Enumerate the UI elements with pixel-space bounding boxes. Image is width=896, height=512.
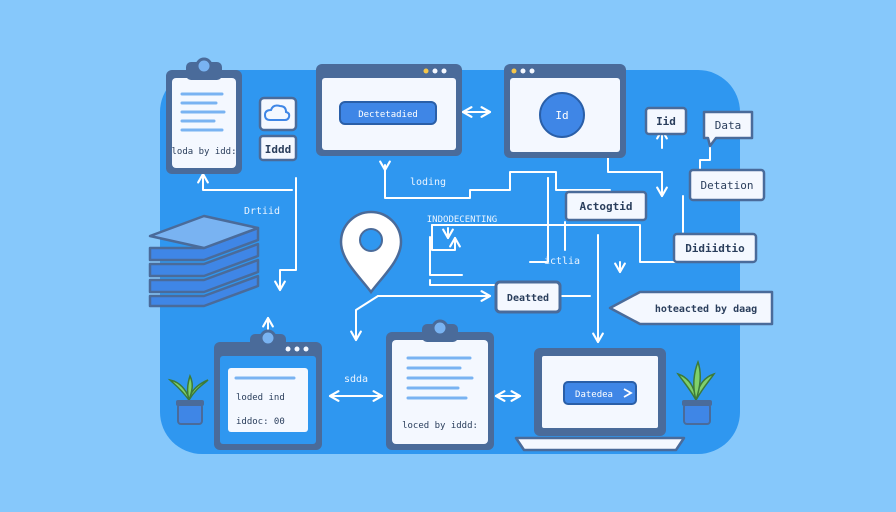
label-ictlia: ictlia	[544, 256, 580, 267]
plant-right-icon	[676, 359, 716, 425]
window-bottom-left	[214, 329, 322, 450]
window-bl-line2: iddoc: 00	[236, 417, 285, 427]
plant-left-icon	[167, 374, 209, 425]
tag-iid[interactable]: Iid	[644, 106, 688, 136]
dectetadied-button[interactable]: Dectetadied	[339, 101, 437, 125]
cloud-chip	[258, 96, 298, 132]
tag-iid-label: Iid	[656, 115, 676, 128]
clipboard-left-text: loda by idd:	[171, 147, 236, 157]
tag-data-label: Data	[715, 119, 742, 132]
deatted-button-label: Deatted	[507, 293, 549, 304]
clipboard-center-text: loced by iddd:	[402, 421, 478, 431]
clipboard-top-left	[166, 57, 242, 174]
location-pin-icon	[339, 210, 403, 295]
label-loding: loding	[410, 177, 446, 188]
datedea-button[interactable]: Datedea	[563, 381, 637, 405]
iddd-chip[interactable]: Iddd	[258, 134, 298, 162]
iddd-chip-label: Iddd	[265, 143, 292, 156]
tag-didiidtio[interactable]: Didiidtio	[672, 232, 758, 264]
clipboard-bottom-center	[386, 319, 494, 450]
label-sdda: sdda	[344, 374, 368, 385]
connectors	[197, 106, 711, 402]
tag-detation-label: Detation	[701, 179, 754, 192]
window-bl-line1: loded ind	[236, 393, 285, 403]
cloud-icon	[263, 104, 291, 121]
label-drtiid: Drtiid	[244, 206, 280, 217]
id-circle-button[interactable]: Id	[539, 92, 585, 138]
tag-actogtid-label: Actogtid	[580, 200, 633, 213]
tag-detation[interactable]: Detation	[688, 168, 766, 202]
tag-data[interactable]: Data	[702, 110, 754, 148]
tag-didiidtio-label: Didiidtio	[685, 242, 745, 255]
deatted-button[interactable]: Deatted	[494, 280, 562, 314]
dectetadied-button-label: Dectetadied	[358, 110, 418, 120]
hoteacted-banner[interactable]: hoteacted by daag	[608, 290, 774, 326]
hoteacted-banner-label: hoteacted by daag	[655, 304, 757, 315]
datedea-button-label: Datedea	[575, 390, 613, 400]
tag-actogtid[interactable]: Actogtid	[564, 190, 648, 222]
label-indodecenting: INDODECENTING	[427, 215, 497, 225]
database-stack-icon	[148, 214, 260, 308]
id-circle-label: Id	[555, 109, 568, 122]
